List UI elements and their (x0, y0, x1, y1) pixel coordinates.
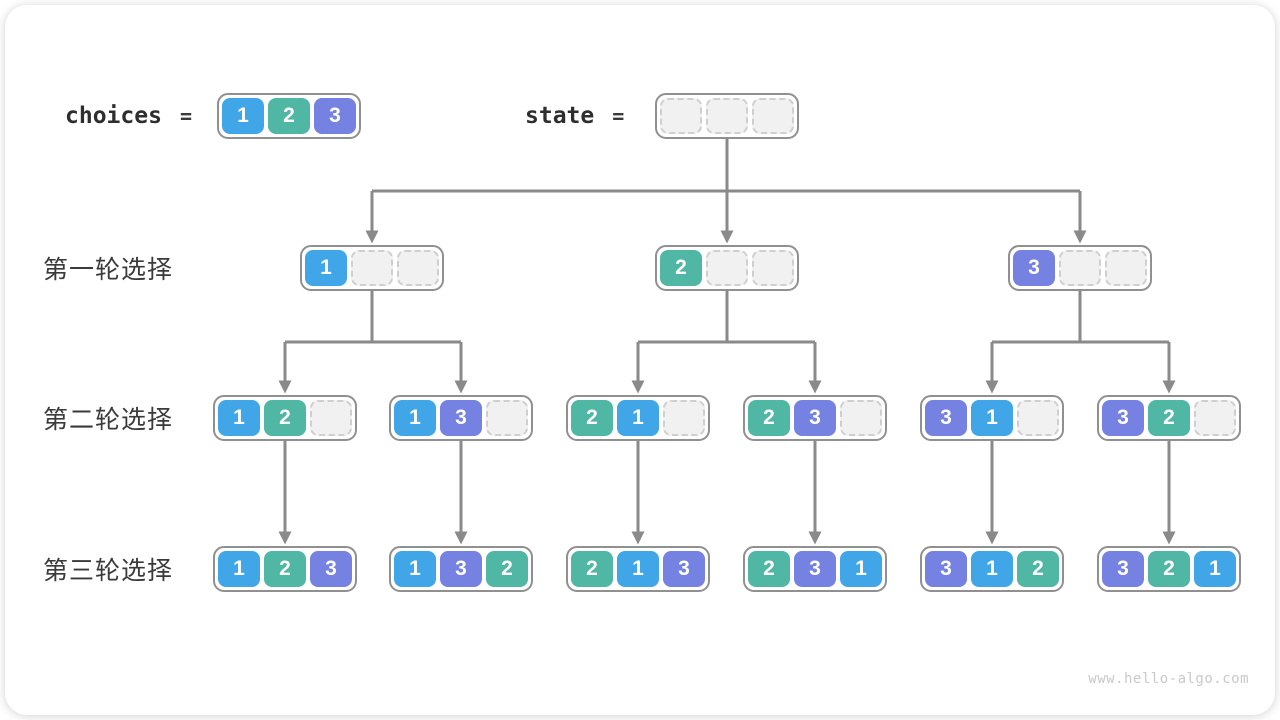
value-cell-3: 3 (440, 400, 482, 436)
value-cell-3: 3 (440, 551, 482, 587)
value-cell-3: 3 (794, 551, 836, 587)
state-array-box (655, 93, 799, 139)
empty-slot (663, 400, 705, 436)
state-header: state = (525, 93, 624, 139)
choices-label: choices (65, 103, 162, 129)
value-cell-1: 1 (971, 551, 1013, 587)
value-cell-1: 1 (218, 551, 260, 587)
empty-slot (752, 98, 794, 134)
round-2-label: 第二轮选择 (43, 406, 174, 434)
empty-slot (752, 250, 794, 286)
value-cell-3: 3 (925, 400, 967, 436)
empty-slot (486, 400, 528, 436)
empty-slot (397, 250, 439, 286)
value-cell-3: 3 (314, 98, 356, 134)
value-cell-1: 1 (617, 551, 659, 587)
value-cell-2: 2 (1148, 400, 1190, 436)
empty-slot (706, 98, 748, 134)
value-cell-3: 3 (1102, 551, 1144, 587)
value-cell-2: 2 (264, 551, 306, 587)
empty-slot (660, 98, 702, 134)
value-cell-2: 2 (571, 400, 613, 436)
value-cell-3: 3 (663, 551, 705, 587)
choices-header: choices = (65, 93, 192, 139)
value-cell-1: 1 (222, 98, 264, 134)
value-cell-2: 2 (486, 551, 528, 587)
value-cell-3: 3 (925, 551, 967, 587)
watermark-text: www.hello-algo.com (1088, 671, 1249, 687)
value-cell-1: 1 (305, 250, 347, 286)
empty-slot (840, 400, 882, 436)
value-cell-2: 2 (748, 551, 790, 587)
value-cell-2: 2 (571, 551, 613, 587)
round-1-label: 第一轮选择 (43, 256, 174, 284)
value-cell-1: 1 (394, 551, 436, 587)
tree-connectors-graphic (278, 139, 1176, 545)
empty-slot (706, 250, 748, 286)
state-label: state (525, 103, 595, 129)
empty-slot (1017, 400, 1059, 436)
value-cell-3: 3 (1013, 250, 1055, 286)
empty-slot (1194, 400, 1236, 436)
empty-slot (1105, 250, 1147, 286)
value-cell-3: 3 (310, 551, 352, 587)
value-cell-2: 2 (268, 98, 310, 134)
value-cell-1: 1 (617, 400, 659, 436)
tree-node-r1-c3: 3 (1008, 245, 1152, 291)
value-cell-1: 1 (1194, 551, 1236, 587)
value-cell-3: 3 (794, 400, 836, 436)
empty-slot (310, 400, 352, 436)
value-cell-2: 2 (1017, 551, 1059, 587)
value-cell-1: 1 (971, 400, 1013, 436)
state-equals-sign: = (612, 104, 625, 128)
value-cell-2: 2 (264, 400, 306, 436)
tree-node-r1-c1: 1 (300, 245, 444, 291)
value-cell-2: 2 (748, 400, 790, 436)
value-cell-1: 1 (218, 400, 260, 436)
value-cell-1: 1 (840, 551, 882, 587)
round-3-label: 第三轮选择 (43, 557, 174, 585)
choices-equals-sign: = (179, 104, 192, 128)
tree-node-r1-c2: 2 (655, 245, 799, 291)
empty-slot (1059, 250, 1101, 286)
value-cell-3: 3 (1102, 400, 1144, 436)
value-cell-2: 2 (660, 250, 702, 286)
value-cell-1: 1 (394, 400, 436, 436)
empty-slot (351, 250, 393, 286)
value-cell-2: 2 (1148, 551, 1190, 587)
